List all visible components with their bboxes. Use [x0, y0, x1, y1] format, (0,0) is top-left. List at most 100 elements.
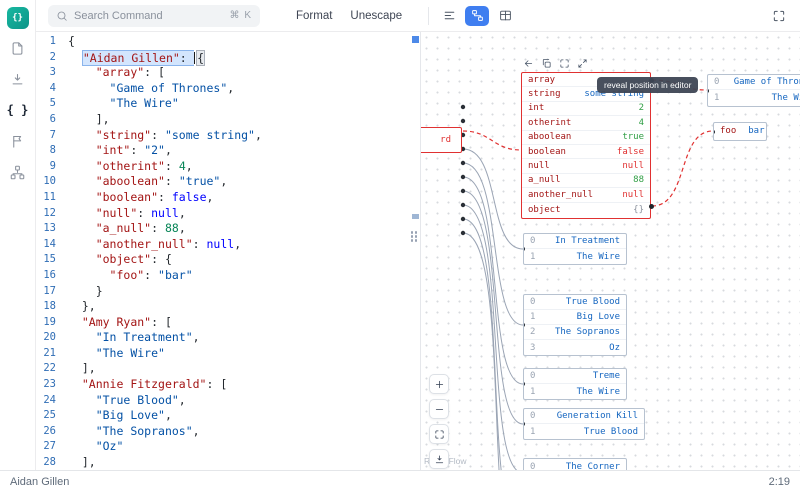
line-code: "Oz"	[68, 439, 124, 455]
reveal-in-editor-button[interactable]	[521, 56, 536, 70]
token	[68, 408, 96, 422]
network-icon	[10, 165, 25, 179]
token	[68, 439, 96, 453]
editor-line[interactable]: 28 ],	[36, 455, 420, 470]
node-root-partial[interactable]: rd	[421, 127, 462, 153]
editor-line[interactable]: 22 ],	[36, 361, 420, 377]
download-image-button[interactable]	[429, 449, 449, 469]
editor-line[interactable]: 10 "aboolean": "true",	[36, 174, 420, 190]
node-value: null	[622, 189, 644, 200]
editor-line[interactable]: 24 "True Blood",	[36, 393, 420, 409]
token	[68, 268, 110, 282]
editor-line[interactable]: 19 "Amy Ryan": [	[36, 315, 420, 331]
scrollbar-selection-mark	[412, 36, 419, 43]
editor-line[interactable]: 25 "Big Love",	[36, 408, 420, 424]
focus-node-button[interactable]	[557, 56, 572, 70]
graph-view-toggle[interactable]	[465, 5, 490, 26]
editor-line[interactable]: 18 },	[36, 299, 420, 315]
copy-node-button[interactable]	[539, 56, 554, 70]
node-value: True Blood	[565, 297, 620, 307]
node-index: 1	[714, 92, 720, 103]
zoom-out-button[interactable]	[429, 399, 449, 419]
editor-line[interactable]: 15 "object": {	[36, 252, 420, 268]
editor-line[interactable]: 1{	[36, 34, 420, 50]
token	[68, 96, 110, 110]
line-code: },	[68, 299, 96, 315]
search-shortcut: ⌘ K	[229, 10, 252, 21]
node-value: some string	[584, 89, 644, 100]
editor-line[interactable]: 17 }	[36, 284, 420, 300]
editor-line[interactable]: 6 ],	[36, 112, 420, 128]
table-view-toggle[interactable]	[493, 6, 517, 26]
node-value: true	[622, 132, 644, 143]
line-number: 24	[43, 393, 56, 406]
export-button[interactable]	[6, 36, 30, 60]
editor-line[interactable]: 14 "another_null": null,	[36, 237, 420, 253]
editor-line[interactable]: 20 "In Treatment",	[36, 330, 420, 346]
token: "string"	[95, 127, 152, 142]
editor-line[interactable]: 12 "null": null,	[36, 206, 420, 222]
node-key: a_null	[528, 175, 561, 186]
unescape-button[interactable]: Unescape	[350, 9, 403, 22]
editor-line[interactable]: 11 "boolean": false,	[36, 190, 420, 206]
expand-node-button[interactable]	[575, 56, 590, 70]
fullscreen-icon	[773, 10, 785, 21]
editor-line[interactable]: 9 "otherint": 4,	[36, 159, 420, 175]
node-tools-button[interactable]	[6, 160, 30, 184]
line-number: 23	[43, 378, 56, 391]
logo-glyph: {}	[12, 13, 23, 23]
editor-scrollbar[interactable]	[411, 32, 420, 470]
fit-view-button[interactable]	[429, 424, 449, 444]
line-code: "array": [	[68, 65, 165, 81]
token: ,	[192, 423, 200, 438]
editor-line[interactable]: 13 "a_null": 88,	[36, 221, 420, 237]
pane-resize-handle[interactable]	[408, 226, 421, 248]
format-button[interactable]: Format	[296, 9, 333, 22]
download-button[interactable]	[6, 67, 30, 91]
zoom-in-button[interactable]	[429, 374, 449, 394]
editor-line[interactable]: 5 "The Wire"	[36, 96, 420, 112]
node-index: 1	[530, 426, 536, 437]
json-editor-button[interactable]: { }	[6, 98, 30, 122]
editor-line[interactable]: 4 "Game of Thrones",	[36, 81, 420, 97]
view-toggles	[437, 5, 517, 26]
token: ],	[68, 455, 96, 470]
fullscreen-button[interactable]	[772, 9, 786, 23]
editor-line[interactable]: 26 "The Sopranos",	[36, 424, 420, 440]
node-value: In Treatment	[554, 236, 620, 246]
editor-line[interactable]: 27 "Oz"	[36, 439, 420, 455]
milestones-button[interactable]	[6, 129, 30, 153]
token: ,	[254, 127, 262, 142]
editor-line[interactable]: 7 "string": "some string",	[36, 128, 420, 144]
line-number: 8	[49, 144, 56, 157]
token	[68, 377, 82, 391]
editor-line[interactable]: 8 "int": "2",	[36, 143, 420, 159]
editor-line[interactable]: 16 "foo": "bar"	[36, 268, 420, 284]
token	[68, 65, 96, 79]
line-number: 9	[49, 159, 56, 172]
editor-line[interactable]: 21 "The Wire"	[36, 346, 420, 362]
editor-line[interactable]: 3 "array": [	[36, 65, 420, 81]
code-editor[interactable]: 1{2 "Aidan Gillen": {3 "array": [4 "Game…	[36, 32, 420, 470]
list-view-toggle[interactable]	[437, 6, 461, 26]
editor-line[interactable]: 23 "Annie Fitzgerald": [	[36, 377, 420, 393]
token: "The Wire"	[95, 345, 165, 360]
command-search[interactable]: Search Command ⌘ K	[48, 4, 260, 27]
token: "bar"	[158, 267, 193, 282]
node-value: 2	[638, 103, 644, 114]
line-code: "True Blood",	[68, 393, 186, 409]
token: "otherint"	[95, 158, 165, 173]
editor-line[interactable]: 2 "Aidan Gillen": {	[36, 49, 420, 66]
